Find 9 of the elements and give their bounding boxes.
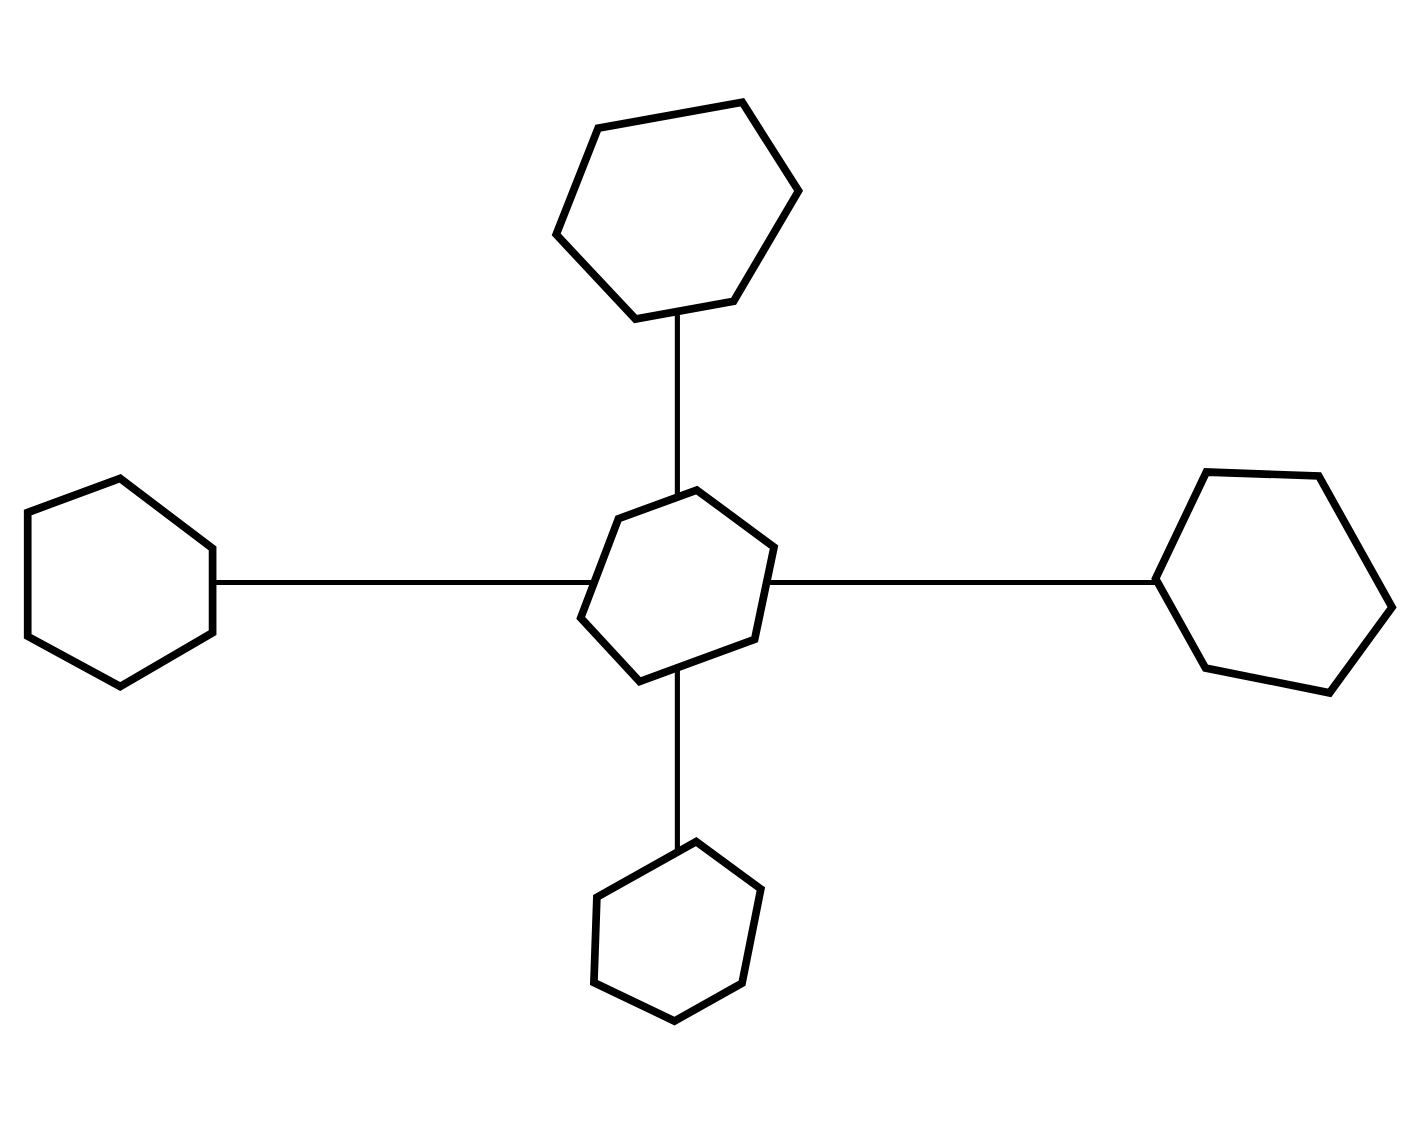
connector: [212, 579, 594, 586]
node-polygon: [576, 485, 779, 687]
node-polygon: [1151, 468, 1397, 698]
node-polygon: [590, 837, 766, 1026]
connector: [767, 579, 1158, 586]
node-polygon: [551, 98, 804, 324]
connector: [674, 668, 680, 852]
connector: [674, 312, 680, 497]
node-polygon: [23, 474, 217, 691]
